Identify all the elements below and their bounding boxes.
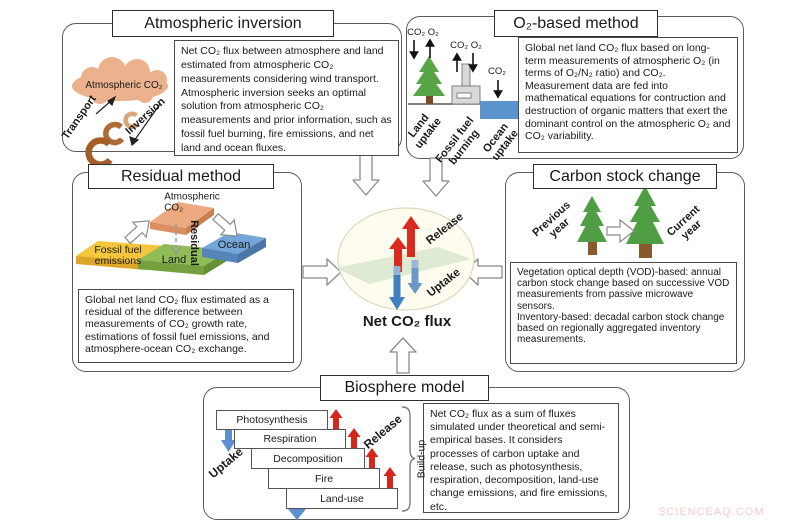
desc-o2-based: Global net land CO₂ flux based on long-t…	[518, 37, 738, 153]
process-box-respiration: Respiration	[234, 429, 346, 449]
large-tree-icon	[626, 186, 664, 258]
title-o2-based: O₂-based method	[494, 10, 658, 37]
desc-residual: Global net land CO₂ flux estimated as a …	[78, 289, 294, 363]
ocean-gas-label: CO₂	[488, 66, 506, 78]
land-plane-icon	[336, 247, 471, 284]
ocean-icon	[480, 101, 523, 119]
buildup-label: Build-up	[415, 439, 428, 479]
title-text: Atmospheric inversion	[144, 14, 302, 32]
cloud-label: Atmospheric CO₂	[85, 79, 163, 91]
cloud-icon	[72, 57, 168, 104]
gas-flux-arrows-icon	[409, 38, 503, 99]
net-co2-flux-label: Net CO₂ flux	[362, 313, 452, 331]
buildup-brace-icon	[401, 406, 416, 512]
emission-up-arrow-icon	[124, 220, 150, 245]
ocean-slab-label: Ocean	[217, 239, 251, 252]
ocean-exchange-arrow-icon	[212, 212, 238, 237]
residual-illustration	[76, 202, 266, 275]
flow-arrow-down-left-icon	[352, 150, 380, 196]
title-biosphere: Biosphere model	[320, 375, 489, 401]
process-label: Land-use	[320, 492, 364, 505]
release-arrows-icon	[329, 409, 397, 494]
atmosphere-slab-icon	[150, 202, 214, 235]
desc-carbon-stock: Vegetation optical depth (VOD)-based: an…	[510, 262, 737, 364]
factory-icon	[451, 63, 481, 105]
desc-atmospheric-inversion: Net CO₂ flux between atmosphere and land…	[174, 40, 399, 156]
ocean-slab-icon	[202, 232, 266, 263]
small-tree-icon	[577, 196, 607, 255]
atm-slab-label: Atmospheric CO₂	[164, 191, 220, 213]
desc-biosphere: Net CO₂ flux as a sum of fluxes simulate…	[423, 403, 619, 513]
tree-icon	[413, 56, 445, 104]
fossil-slab-label: Fossil fuel emissions	[94, 243, 142, 267]
transport-arrow-icon	[95, 95, 117, 115]
process-box-decomposition: Decomposition	[251, 448, 365, 469]
year-change-arrow-icon	[606, 218, 635, 244]
title-text: Carbon stock change	[549, 167, 701, 185]
residual-dashed-arrow-icon	[170, 224, 182, 256]
title-carbon-stock: Carbon stock change	[533, 164, 717, 189]
fossil-gases-label: CO₂ O₂	[450, 40, 482, 52]
watermark: SCIENCEAQ.COM	[658, 506, 765, 518]
release-arrows-icon	[389, 216, 420, 272]
process-box-photosynthesis: Photosynthesis	[216, 410, 328, 430]
title-atmospheric-inversion: Atmospheric inversion	[112, 10, 334, 37]
process-box-land-use: Land-use	[286, 488, 398, 509]
residual-label: Residual	[187, 220, 200, 266]
title-text: O₂-based method	[513, 14, 639, 32]
flow-arrow-right-icon	[302, 258, 342, 286]
title-text: Biosphere model	[344, 379, 465, 396]
carbon-stock-illustration	[577, 186, 664, 258]
flow-arrow-up-icon	[389, 337, 417, 374]
land-gases-label: CO₂ O₂	[407, 27, 439, 39]
flow-arrow-down-right-icon	[422, 157, 450, 197]
process-label: Decomposition	[273, 452, 343, 465]
process-label: Fire	[314, 472, 334, 485]
title-text: Residual method	[120, 167, 242, 185]
uptake-arrows-icon	[389, 260, 423, 310]
process-label: Respiration	[263, 433, 317, 445]
o2-based-illustration	[408, 38, 523, 119]
land-slab-label: Land	[161, 254, 187, 267]
inversion-arrow-icon	[129, 103, 161, 147]
net-flux-globe	[336, 207, 475, 311]
process-label: Photosynthesis	[236, 414, 308, 426]
title-residual: Residual method	[88, 164, 274, 189]
process-box-fire: Fire	[268, 468, 380, 489]
